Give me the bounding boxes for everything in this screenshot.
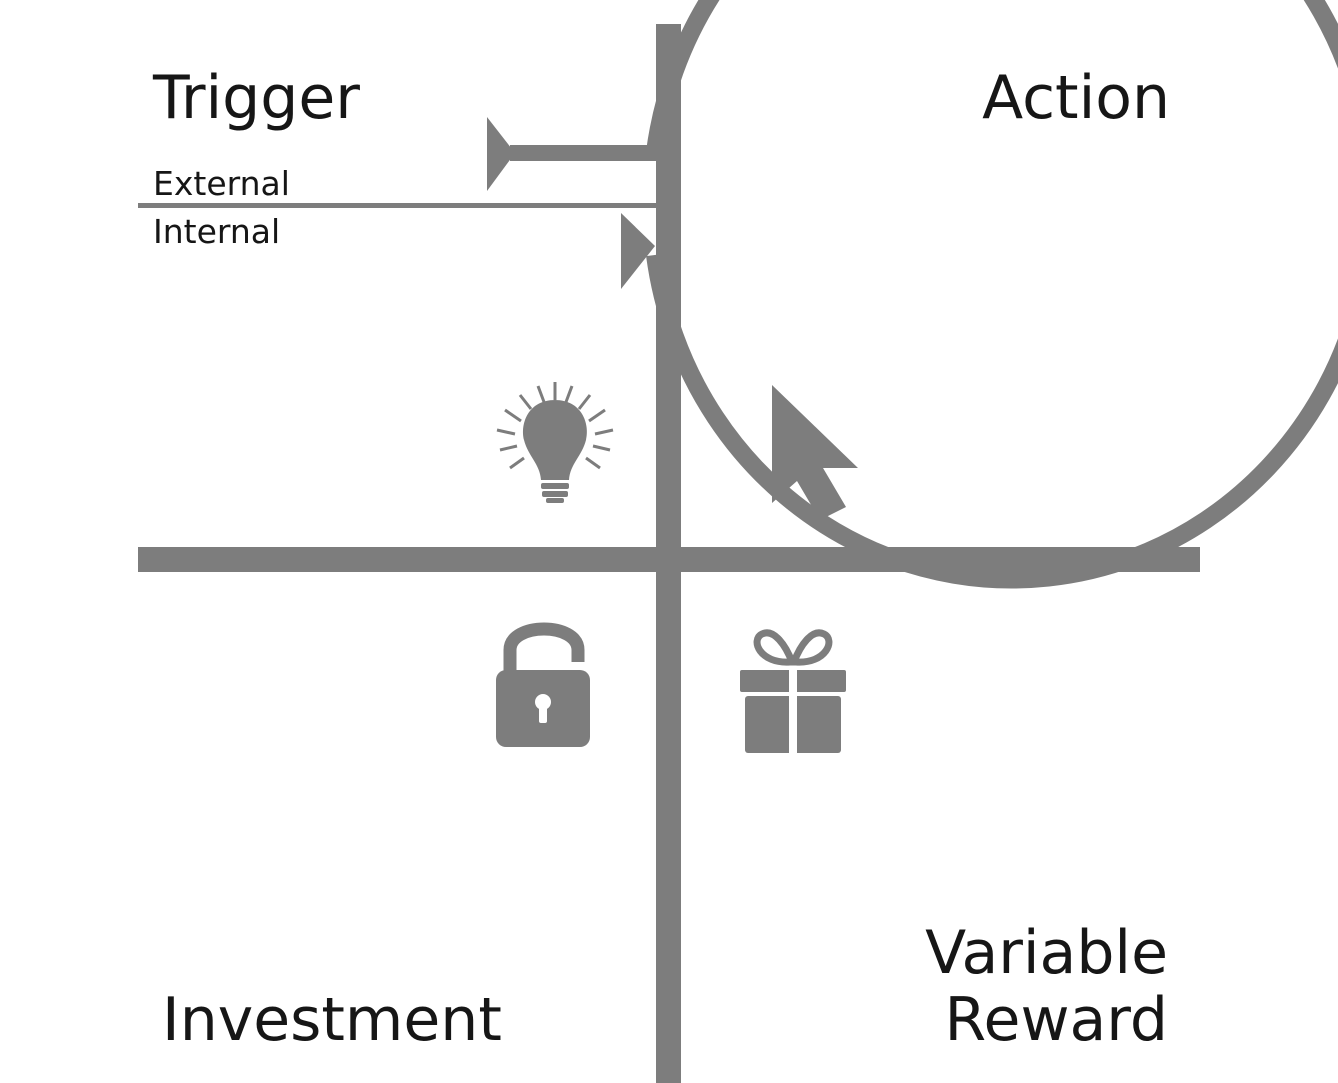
trigger-label: Trigger [152,63,360,133]
horizontal-axis [138,547,1200,572]
external-trigger-label: External [153,164,290,203]
loop-circle [646,0,1338,589]
external-arrow-tail [487,117,515,191]
lightbulb-icon [496,382,614,503]
unlocked-padlock-icon [496,622,590,747]
external-internal-divider [138,203,658,208]
cursor-icon [772,385,858,520]
variable-reward-label-line1: Variable [925,918,1168,988]
gift-icon [740,629,846,753]
internal-trigger-label: Internal [153,212,280,251]
variable-reward-label-line2: Reward [945,985,1168,1055]
internal-arrow-head [621,213,655,289]
investment-label: Investment [162,985,502,1055]
external-arrow-shaft [510,145,658,161]
action-label: Action [982,63,1170,133]
